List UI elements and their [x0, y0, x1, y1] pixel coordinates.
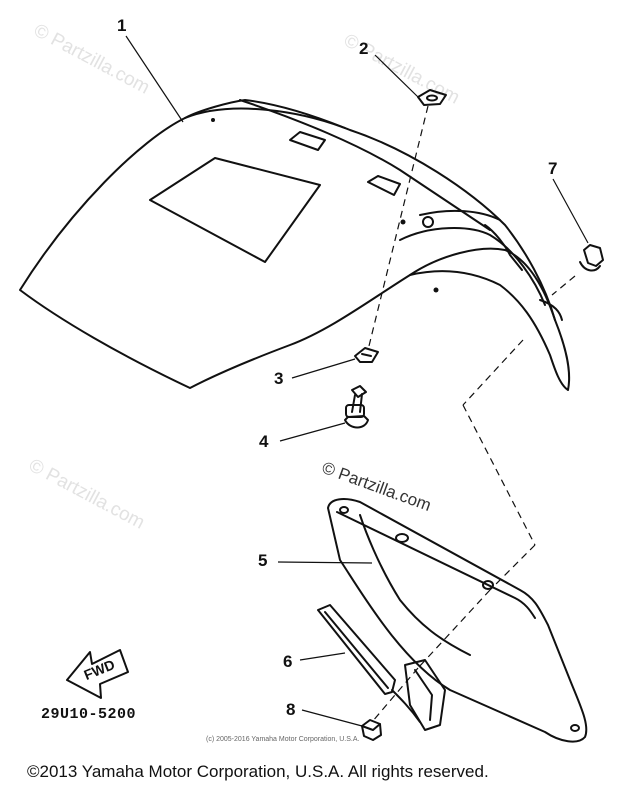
side-plate: [327, 498, 588, 743]
fwd-arrow-icon: [66, 649, 129, 699]
callout-3: 3: [274, 369, 284, 388]
callout-8: 8: [286, 700, 296, 719]
small-nut: [361, 719, 382, 741]
grommet: [579, 244, 604, 272]
callout-5: 5: [258, 551, 268, 570]
footer-copyright: ©2013 Yamaha Motor Corporation, U.S.A. A…: [27, 762, 489, 781]
assembly-lines: [367, 105, 576, 723]
clip-nut: [354, 347, 379, 363]
callout-4: 4: [259, 432, 269, 451]
part-code: 29U10-5200: [41, 706, 137, 723]
bracket: [317, 604, 446, 731]
rear-fender: [19, 99, 571, 391]
leader-lines: [125, 35, 589, 727]
callout-7: 7: [548, 159, 558, 178]
bolt: [344, 385, 369, 429]
small-copyright: (c) 2005-2016 Yamaha Motor Corporation, …: [206, 736, 360, 743]
callout-1: 1: [117, 16, 127, 35]
callout-6: 6: [283, 652, 293, 671]
washer: [417, 89, 447, 106]
callout-2: 2: [359, 39, 369, 58]
